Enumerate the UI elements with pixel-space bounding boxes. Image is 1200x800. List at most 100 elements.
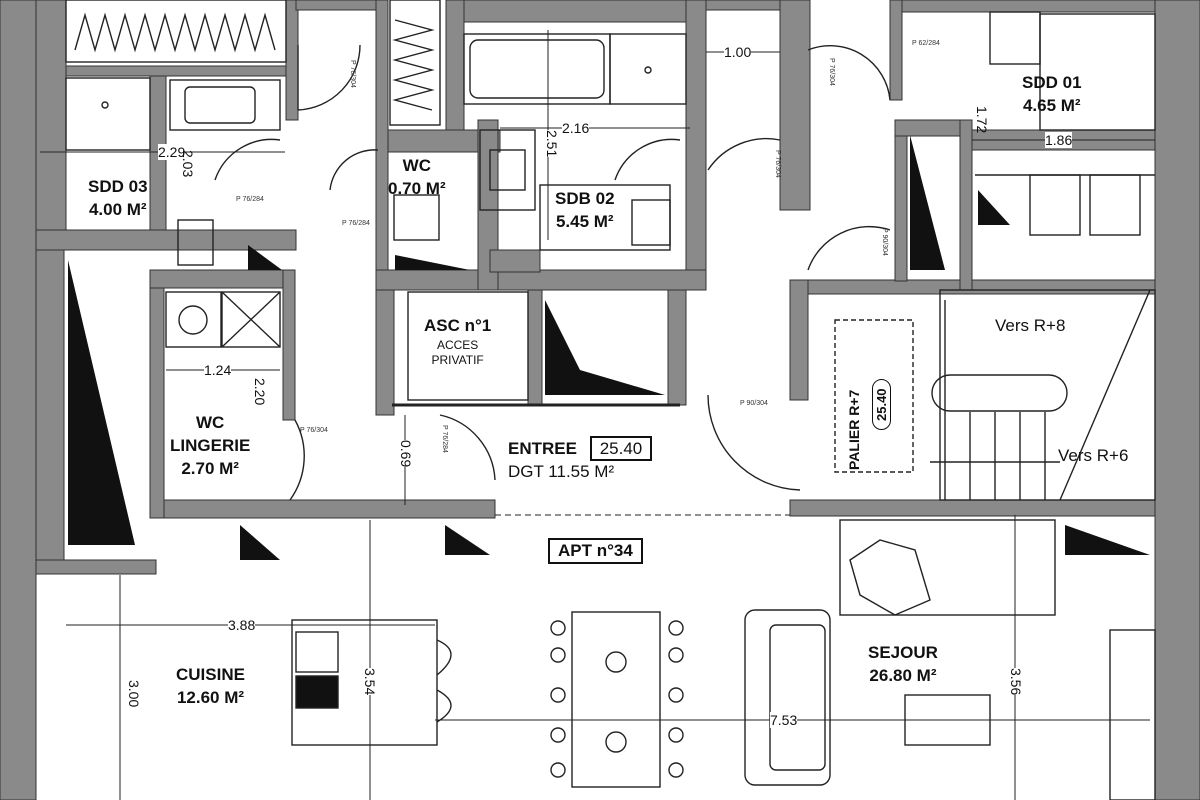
shafts — [68, 135, 1150, 560]
table-deco-1 — [605, 651, 627, 673]
sink-sdb02 — [479, 129, 536, 211]
room-asc: ASC n°1 ACCES PRIVATIF — [424, 315, 491, 368]
fixtures — [40, 0, 1156, 800]
chairs — [550, 620, 684, 778]
wall-mid-3 — [477, 119, 499, 291]
door-swing-8 — [289, 419, 305, 501]
wc-bowl-1 — [393, 194, 440, 241]
chair-r3 — [668, 687, 684, 703]
door-tag-8: P 76/304 — [300, 427, 328, 434]
wall-top-band-3 — [901, 0, 1156, 13]
sink-sdd01 — [989, 11, 1041, 65]
sink-sdd01-a — [1029, 174, 1081, 236]
room-sejour-name: SEJOUR — [868, 643, 938, 662]
door-swing-2 — [329, 149, 379, 191]
stairs-up-label: Vers R+8 — [995, 316, 1066, 335]
sink-sdd03-bowl — [184, 86, 256, 124]
washer-drum — [178, 305, 208, 335]
room-palier-name: PALIER R+7 — [846, 389, 862, 470]
shaft-left — [68, 260, 135, 545]
dim-388: 3.88 — [228, 617, 256, 633]
wall-right — [1154, 0, 1200, 800]
door-tag-9: P 76/284 — [441, 425, 448, 453]
dim-172: 1.72 — [974, 106, 990, 134]
room-sdd03-name: SDD 03 — [88, 177, 148, 196]
dim-251: 2.51 — [544, 130, 560, 158]
radiator-vert-zig — [392, 19, 435, 111]
elevator-cab — [407, 291, 529, 401]
wall-mid-2 — [387, 129, 501, 153]
dim-354: 3.54 — [362, 668, 378, 696]
room-sdd01-area: 4.65 M² — [1022, 95, 1081, 115]
wall-v-3 — [375, 0, 389, 291]
wall-v-11 — [667, 289, 687, 406]
dim-186: 1.86 — [1045, 132, 1073, 148]
dim-203: 2.03 — [180, 150, 196, 178]
door-tag-10: P 90/304 — [740, 400, 768, 407]
room-entree-line2: DGT 11.55 M² — [508, 461, 615, 481]
washer — [165, 291, 222, 348]
room-wc-lingerie-line1: WC — [195, 413, 225, 432]
room-cuisine-name: CUISINE — [176, 665, 245, 684]
door-swing-6 — [807, 45, 891, 101]
shaft-3 — [445, 525, 490, 555]
dim-300: 3.00 — [126, 680, 142, 708]
door-swing-10 — [707, 394, 801, 491]
door-swing-7 — [807, 225, 891, 271]
shaft-7 — [395, 255, 470, 270]
radiator-box — [65, 0, 287, 63]
shaft-1 — [248, 245, 282, 270]
wall-v-15 — [894, 135, 908, 282]
shower-sdd03 — [65, 77, 151, 151]
wall-left — [0, 0, 37, 800]
wall-v-13 — [789, 279, 809, 401]
room-cuisine-area: 12.60 M² — [176, 687, 245, 707]
door-tag-3: P 76/304 — [828, 58, 835, 86]
room-wc1: WC 0.70 M² — [388, 155, 446, 201]
room-asc-sub1: ACCES — [436, 337, 479, 352]
sofa-seat — [769, 624, 826, 771]
door-tag-4: P 76/284 — [236, 196, 264, 203]
stairs-diag — [1059, 289, 1151, 501]
wall-h-1 — [35, 229, 297, 251]
wall-v-7 — [889, 0, 903, 101]
room-palier: PALIER R+7 — [845, 390, 864, 470]
palier-outline — [834, 319, 914, 473]
chair-l2 — [550, 647, 566, 663]
stairs-lines — [930, 289, 1156, 501]
wall-h-2 — [375, 269, 707, 291]
apt-label: APT n°34 — [548, 538, 643, 564]
chair-l1 — [550, 620, 566, 636]
bathtub — [463, 33, 611, 105]
dim-229: 2.29 — [158, 144, 186, 160]
room-sejour: SEJOUR 26.80 M² — [868, 642, 938, 688]
bath-drain — [644, 66, 652, 74]
room-wc-lingerie-area: 2.70 M² — [181, 458, 239, 478]
chair-l3 — [550, 687, 566, 703]
sink-sdb02-bowl — [489, 149, 526, 191]
dining-table — [571, 611, 661, 788]
dim-220: 2.20 — [252, 378, 268, 406]
room-sdd01-name: SDD 01 — [1022, 73, 1082, 92]
door-swing-1 — [297, 44, 361, 111]
wall-v-10 — [527, 289, 543, 406]
dryer — [221, 291, 281, 348]
wall-top-band-2 — [705, 0, 781, 11]
wall-left-lower — [35, 249, 65, 571]
wall-mid-1 — [463, 0, 687, 23]
wall-v-14 — [959, 119, 973, 291]
stairs-down-label: Vers R+6 — [1058, 446, 1129, 465]
room-wc1-name: WC — [402, 156, 431, 175]
room-wc1-area: 0.70 M² — [388, 178, 446, 198]
chair-l4 — [550, 727, 566, 743]
oven — [295, 675, 339, 709]
wall-v-8 — [282, 269, 296, 421]
armchair — [849, 539, 931, 616]
door-tag-6: P 76/304 — [774, 150, 781, 178]
radiator-vert — [389, 0, 441, 126]
stool-2 — [436, 689, 452, 723]
wall-v-6 — [779, 0, 811, 211]
armchair-area — [839, 519, 1056, 616]
